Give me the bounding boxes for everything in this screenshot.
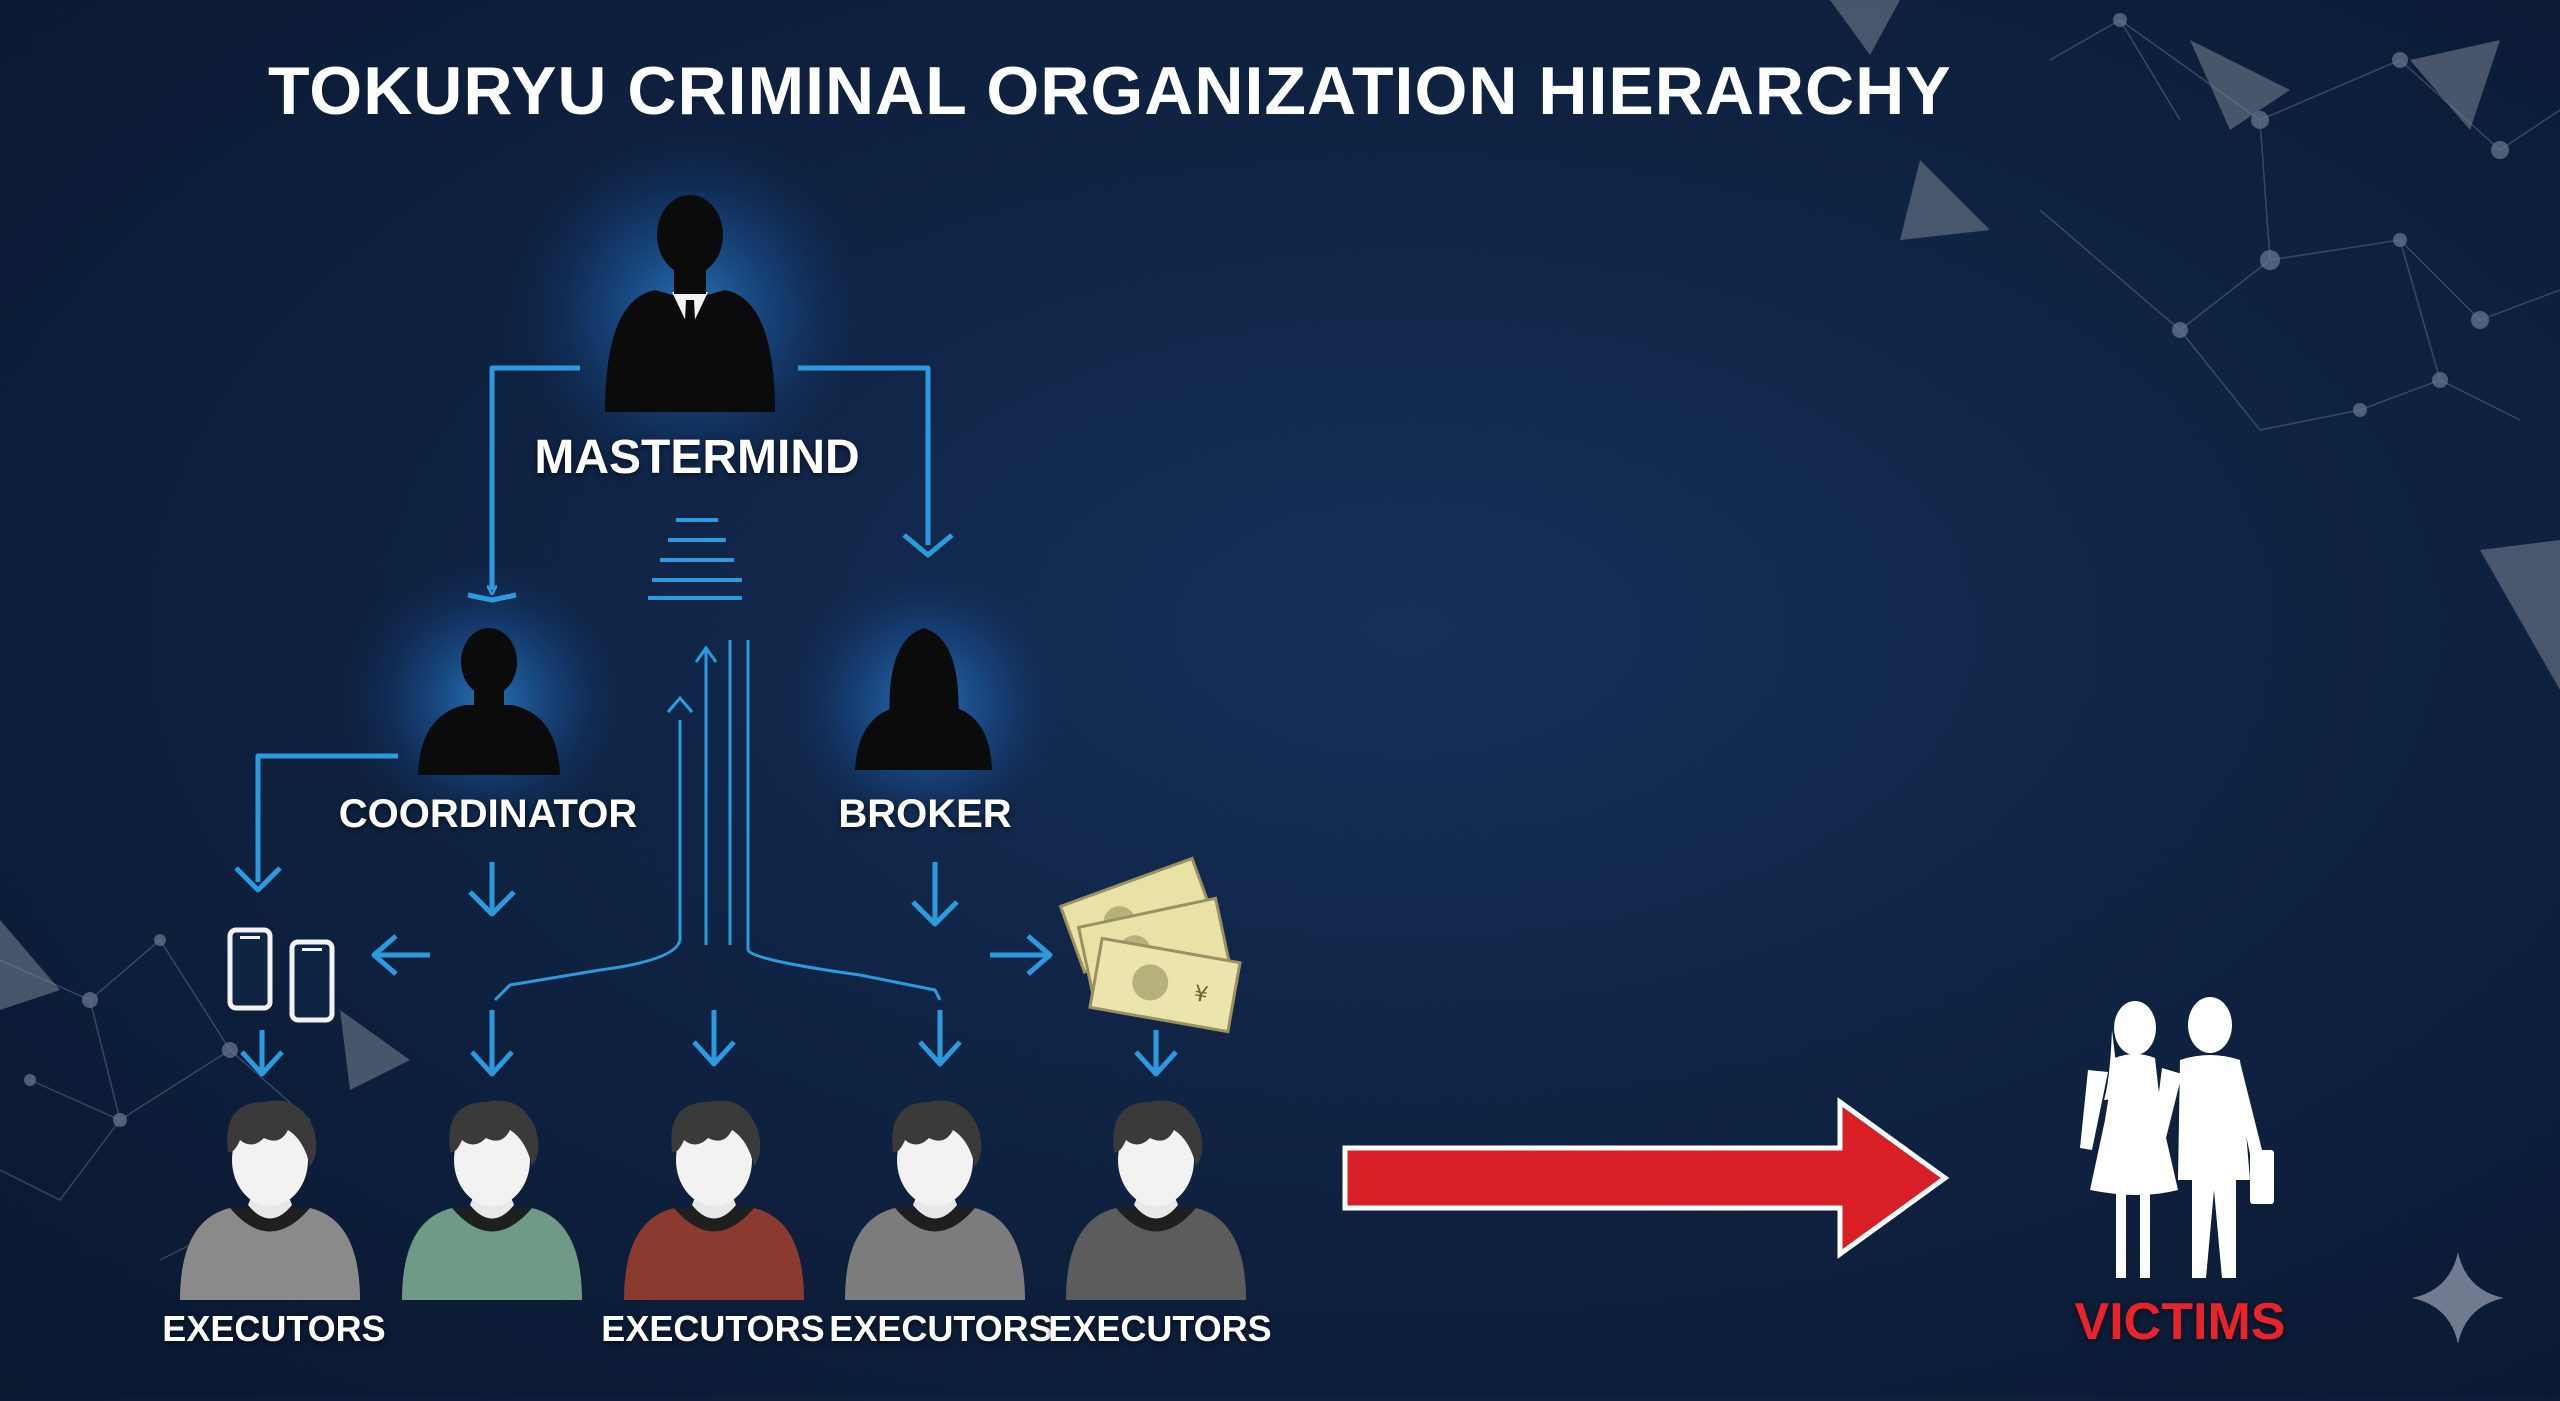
executor-figure <box>845 1100 1025 1300</box>
hierarchy-lines-icon <box>648 518 742 600</box>
executor-label: EXECUTORS <box>1048 1308 1272 1349</box>
executor-label: EXECUTORS <box>601 1308 825 1349</box>
executor-figure <box>180 1100 360 1300</box>
network-nodes <box>24 13 2509 1127</box>
executor-label: EXECUTORS <box>162 1308 386 1349</box>
coordinator-silhouette-icon <box>418 628 560 775</box>
broker-silhouette-icon <box>855 628 992 770</box>
executor-figure <box>402 1100 582 1300</box>
banknotes-icon: ¥ <box>1058 856 1242 1034</box>
broker-label: BROKER <box>838 792 1012 836</box>
victims-label: VICTIMS <box>2074 1293 2286 1351</box>
executor-label: EXECUTORS <box>829 1308 1053 1349</box>
coordinator-label: COORDINATOR <box>338 792 638 836</box>
converging-lines <box>493 640 942 1002</box>
smartphone-icon <box>227 927 335 1023</box>
mastermind-silhouette-icon <box>605 195 775 412</box>
sparkle-icon <box>2412 1252 2504 1344</box>
page-title: TOKURYU CRIMINAL ORGANIZATION HIERARCHY <box>268 53 1952 129</box>
victims-couple-icon <box>2080 997 2274 1278</box>
smartphone-icon-detail <box>240 936 322 951</box>
flow-arrows <box>234 365 1178 1077</box>
svg-text:¥: ¥ <box>1192 981 1210 1008</box>
mastermind-label: MASTERMIND <box>534 431 860 484</box>
victim-arrow <box>1342 1097 1950 1259</box>
triangle-decoration <box>0 0 2560 1090</box>
executor-figure <box>624 1100 804 1300</box>
executor-figure <box>1066 1100 1246 1300</box>
